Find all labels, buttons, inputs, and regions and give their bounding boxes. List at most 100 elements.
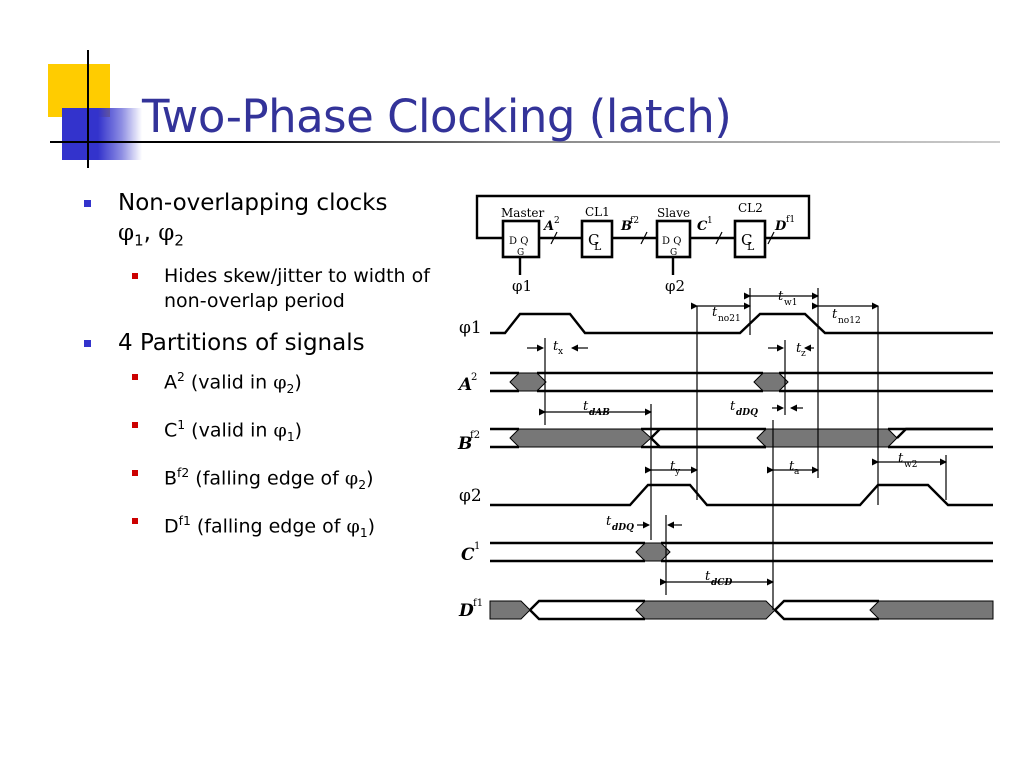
t-ddq-a-label: t <box>730 399 736 414</box>
a-wire-sup: 2 <box>554 216 560 226</box>
b-bus-slash <box>640 231 648 245</box>
t-z-label: t <box>796 341 802 356</box>
bullet-partitions: 4 Partitions of signals <box>80 328 430 358</box>
sub-bullet-bf2: Bf2 (falling edge of φ2) <box>80 461 430 498</box>
t-no12-label: t <box>832 307 838 322</box>
t-dcd-sub: dCD <box>711 578 732 588</box>
close-paren: ) <box>294 419 303 442</box>
bullet-square-marker <box>84 200 91 207</box>
d-wire-sup: f1 <box>786 215 795 225</box>
deco-vertical-line <box>87 50 89 168</box>
c1-signal-label: C <box>461 545 475 565</box>
t-y-label: t <box>670 459 676 474</box>
timing-annotations: t no21 t w1 t no12 t x t z t dAB t dDQ t… <box>527 289 947 588</box>
bf2-cross <box>650 437 766 449</box>
t-x-sub: x <box>558 347 563 357</box>
df1-waveform <box>529 599 879 621</box>
cl2-box <box>733 219 767 259</box>
t-w2-label: t <box>898 451 904 466</box>
slide-title: Two-Phase Clocking (latch) <box>142 90 732 143</box>
sub-bullet-text: Hides skew/jitter to width of non-overla… <box>164 264 430 312</box>
phi-subscript: 1 <box>286 429 295 444</box>
phi-symbol: φ <box>158 220 175 246</box>
master-phi1-label: φ1 <box>512 277 532 295</box>
sub-bullet-a2: A2 (valid in φ2) <box>80 365 430 402</box>
bullet-square-marker <box>84 339 91 347</box>
a2-transition-1 <box>509 372 547 392</box>
df1-signal-label: D <box>458 601 474 621</box>
deco-horizontal-line <box>50 141 1000 143</box>
sub-bullet-marker <box>132 421 138 428</box>
t-no21-label: t <box>712 305 718 320</box>
phi1-waveform <box>490 312 993 335</box>
sub-bullet-text: (valid in <box>185 419 274 442</box>
bf2-signal-label: B <box>457 434 472 454</box>
c1-signal-sup: 1 <box>474 541 480 552</box>
sub-bullet-marker <box>132 373 138 380</box>
t-dab-label: t <box>583 399 589 414</box>
cl2-glyph-l: L <box>747 240 755 253</box>
sub-bullet-marker <box>132 517 138 524</box>
sub-bullet-text: (falling edge of <box>189 467 345 490</box>
t-w2-sub: w2 <box>904 460 917 470</box>
slave-label: Slave <box>657 206 690 220</box>
t-no21-sub: no21 <box>718 314 741 324</box>
separator: , <box>143 220 159 246</box>
phi-symbol: φ <box>273 370 287 393</box>
a2-transition-2 <box>753 372 789 392</box>
phi-subscript: 1 <box>134 231 144 250</box>
t-no12-sub: no12 <box>838 316 861 326</box>
t-a-sub: a <box>794 467 800 477</box>
sub-bullet-text: (falling edge of <box>190 515 347 538</box>
t-ddq-c-sub: dDQ <box>612 523 634 533</box>
t-dcd-label: t <box>705 569 711 584</box>
c-wire-label: C <box>697 219 708 234</box>
phi-subscript: 2 <box>358 477 367 492</box>
signal-sup: 1 <box>177 417 186 432</box>
master-label: Master <box>501 206 545 220</box>
t-w1-sub: w1 <box>784 298 797 308</box>
close-paren: ) <box>367 515 376 538</box>
df1-valid-period-1 <box>489 600 531 620</box>
cl1-label: CL1 <box>585 205 610 219</box>
phi-subscript: 1 <box>359 526 368 541</box>
c1-waveform <box>490 541 993 563</box>
bullet-text: 4 Partitions of signals <box>118 329 365 356</box>
sub-bullet-text: (valid in <box>184 370 274 393</box>
sub-bullet-skew: Hides skew/jitter to width of non-overla… <box>80 264 430 314</box>
sub-bullet-df1: Df1 (falling edge of φ1) <box>80 509 430 546</box>
b-wire-sup: f2 <box>630 216 639 226</box>
a2-waveform <box>490 371 993 393</box>
sub-bullet-c1: C1 (valid in φ1) <box>80 413 430 450</box>
phi-subscript: 2 <box>286 381 295 396</box>
phi2-signal-label: φ2 <box>459 486 482 506</box>
sub-bullet-marker <box>132 469 138 476</box>
bullet-non-overlapping: Non-overlapping clocks φ1, φ2 <box>80 188 430 256</box>
cl1-glyph-l: L <box>594 240 602 253</box>
deco-blue-square <box>62 108 142 160</box>
b-wire-label: B <box>620 219 632 234</box>
t-y-sub: y <box>674 467 681 477</box>
bullet-list: Non-overlapping clocks φ1, φ2 Hides skew… <box>80 188 430 546</box>
df1-valid-period-3 <box>869 600 994 620</box>
t-dab-sub: dAB <box>589 408 610 418</box>
phi2-waveform <box>490 483 993 507</box>
c-wire-sup: 1 <box>707 216 713 226</box>
a-bus-slash <box>550 231 558 245</box>
d-bus-slash <box>767 231 775 245</box>
signal-name: A <box>164 370 177 393</box>
bf2-valid-period-2 <box>756 428 898 448</box>
signal-labels: φ1 A 2 B f2 φ2 C 1 D f1 <box>457 318 483 621</box>
a-wire-label: A <box>542 219 554 234</box>
master-g: G <box>517 248 524 258</box>
t-w1-label: t <box>778 289 784 304</box>
phi-subscript: 2 <box>174 231 184 250</box>
t-x-label: t <box>553 339 559 354</box>
phi1-signal-label: φ1 <box>459 318 482 338</box>
signal-name: B <box>164 467 178 490</box>
cl1-glyph-c: C <box>588 231 599 249</box>
signal-name: C <box>164 419 178 442</box>
feedback-wire <box>475 194 811 240</box>
latch-block-diagram: Master D Q G φ1 A 2 CL1 C L B f2 Slave D… <box>475 194 811 295</box>
